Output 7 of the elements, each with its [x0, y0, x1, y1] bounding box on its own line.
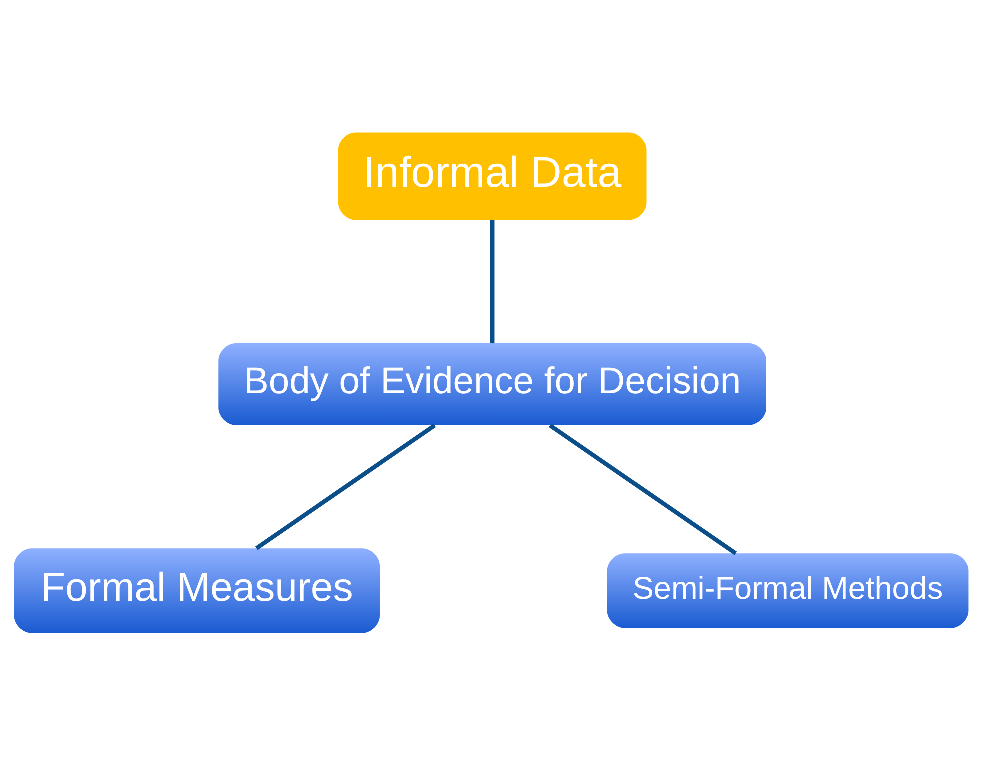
- node-box: Formal Measures: [14, 548, 380, 634]
- connector: [255, 424, 436, 550]
- connector: [490, 220, 495, 344]
- connector: [549, 424, 738, 556]
- node-box: Semi-Formal Methods: [607, 554, 969, 628]
- node-box: Informal Data: [338, 132, 647, 220]
- node-box: Body of Evidence for Decision: [218, 344, 766, 426]
